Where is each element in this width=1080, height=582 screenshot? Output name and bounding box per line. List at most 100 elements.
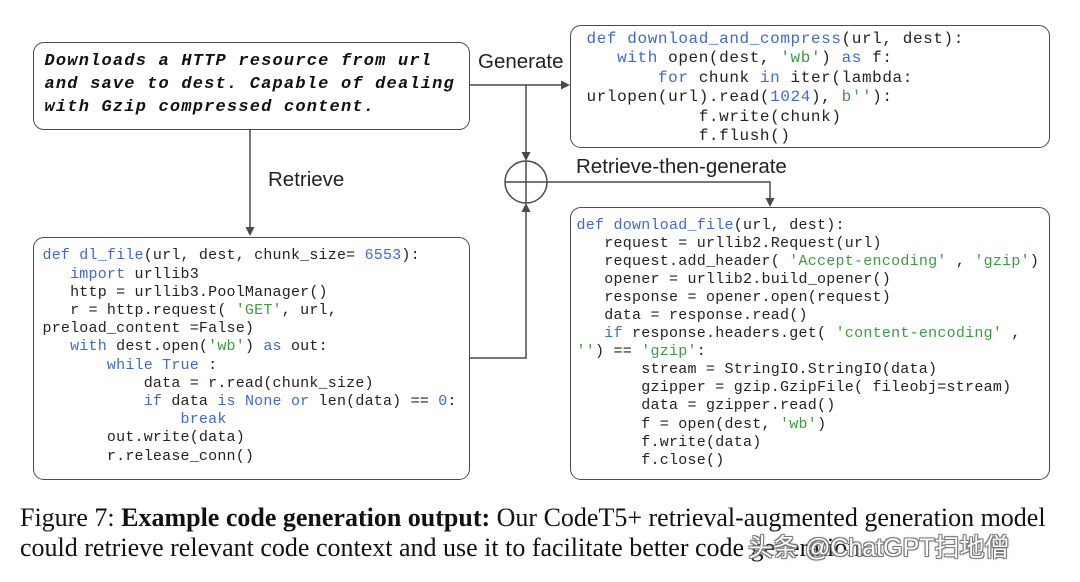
code-line: r.release_conn()	[43, 448, 470, 466]
combiner-to-output-line	[547, 181, 771, 199]
code-keyword: as	[841, 49, 862, 68]
code-text: )	[821, 49, 842, 68]
retrieve-then-generate-label: Retrieve-then-generate	[576, 155, 787, 178]
code-text: dest.open(	[106, 338, 209, 356]
code-line: data = gzipper.read()	[577, 397, 1050, 415]
figure-caption: Figure 7: Example code generation output…	[20, 503, 1046, 563]
output-arrowhead	[765, 198, 775, 207]
code-text: ) ==	[595, 343, 642, 361]
generate-arrowhead	[561, 80, 570, 90]
code-text: f = open(dest,	[576, 415, 781, 433]
code-line: import urllib3	[43, 266, 470, 284]
code-keyword: in	[759, 68, 781, 87]
code-text: urlopen(url).read(	[586, 88, 771, 107]
code-keyword: as	[263, 338, 282, 356]
code-line: with open(dest, 'wb') as f:	[587, 49, 1050, 69]
code-text: chunk	[688, 68, 760, 87]
code-line: f.write(data)	[577, 434, 1050, 452]
code-keyword: def dl_file	[42, 247, 144, 265]
code-text: ),	[810, 88, 842, 107]
retrieve-label: Retrieve	[268, 168, 345, 191]
caption-line-1: Figure 7: Example code generation output…	[20, 503, 1046, 533]
code-text: )	[1029, 252, 1040, 270]
caption-title: Example code generation output:	[121, 503, 491, 532]
code-line: request = urllib2.Request(url)	[577, 235, 1050, 253]
code-line: f.flush()	[587, 127, 1050, 147]
code-text: response = opener.open(request)	[576, 288, 892, 306]
code-text: , url,	[281, 302, 337, 319]
code-text: :	[696, 343, 707, 361]
code-keyword: break	[42, 411, 227, 429]
code-text: f.flush()	[586, 127, 791, 146]
retrieve-then-generate-code-box: def download_file(url, dest): request = …	[570, 207, 1050, 480]
code-text: gzipper = gzip.GzipFile( fileobj=stream)	[576, 379, 1012, 397]
code-string: 'wb'	[780, 415, 818, 433]
code-line: data = r.read(chunk_size)	[43, 375, 470, 393]
code-text: preload_content =False)	[42, 320, 255, 338]
code-text: )	[817, 415, 827, 433]
code-string: 'wb'	[780, 49, 822, 68]
code-text: out:	[281, 338, 328, 356]
retrieved-to-combiner-line	[470, 211, 527, 359]
code-keyword: import	[42, 265, 126, 283]
code-text: f.write(data)	[576, 433, 762, 451]
code-line: def download_file(url, dest):	[577, 217, 1050, 235]
retrieved-code-box: def dl_file(url, dest, chunk_size= 6553)…	[33, 237, 470, 480]
code-string: ''	[576, 343, 596, 361]
code-line: stream = StringIO.StringIO(data)	[577, 361, 1050, 379]
code-text: (url, dest, chunk_size=	[143, 247, 365, 265]
code-text: r = http.request(	[42, 302, 236, 319]
code-line: def dl_file(url, dest, chunk_size= 6553)…	[43, 247, 470, 265]
code-line: for chunk in iter(lambda:	[587, 69, 1050, 89]
code-line: with dest.open('wb') as out:	[43, 338, 470, 356]
code-text: data = response.read()	[576, 306, 808, 324]
code-text: urllib3	[125, 265, 199, 283]
code-text: :	[447, 393, 457, 411]
code-text: http = urllib3.PoolManager()	[42, 283, 328, 301]
code-text: len(data) ==	[309, 393, 439, 411]
code-keyword: def download_and_compress	[586, 29, 842, 48]
code-keyword: for	[586, 68, 689, 87]
code-keyword: def download_file	[576, 216, 734, 234]
code-text: (url, dest):	[733, 216, 845, 234]
combiner-top-arrowhead	[521, 152, 531, 161]
code-line: f.write(chunk)	[587, 108, 1050, 128]
code-text: f:	[861, 49, 893, 68]
code-string: 'Accept-encoding'	[789, 252, 947, 270]
code-string: 'wb'	[208, 338, 245, 356]
generate-label: Generate	[478, 50, 564, 73]
code-keyword: 1024	[770, 88, 811, 107]
code-line: f.close()	[577, 452, 1050, 470]
code-line: while True :	[43, 357, 470, 375]
caption-line-2: could retrieve relevant code context and…	[20, 533, 1046, 563]
code-line: if data is None or len(data) == 0:	[43, 393, 470, 411]
code-text: (url, dest):	[841, 29, 964, 48]
code-line: http = urllib3.PoolManager()	[43, 284, 470, 302]
code-keyword: while True	[42, 356, 199, 374]
code-keyword: 6553	[364, 247, 402, 265]
code-line: opener = urllib2.build_opener()	[577, 271, 1050, 289]
code-line: out.write(data)	[43, 429, 470, 447]
code-text: data = gzipper.read()	[576, 397, 836, 415]
code-text: response.headers.get(	[622, 325, 836, 343]
code-text: data	[162, 393, 218, 411]
caption-text: Our CodeT5+ retrieval-augmented generati…	[496, 503, 1046, 532]
retrieve-arrowhead	[245, 227, 255, 236]
code-text: request.add_header(	[576, 252, 790, 270]
code-text: ,	[946, 252, 975, 270]
description-box: Downloads a HTTP resource from url and s…	[33, 42, 470, 130]
code-text: open(dest,	[657, 49, 781, 68]
code-keyword: with	[586, 49, 658, 68]
code-keyword: 0	[438, 393, 448, 411]
code-line: def download_and_compress(url, dest):	[587, 30, 1050, 50]
code-keyword: if	[42, 393, 163, 411]
code-line: if response.headers.get( 'content-encodi…	[577, 325, 1050, 343]
code-line: r = http.request( 'GET', url,	[43, 302, 470, 320]
code-text: )	[244, 338, 264, 356]
code-keyword: is None or	[217, 393, 310, 411]
combine-circle	[504, 160, 548, 204]
code-text: ):	[872, 88, 893, 107]
code-text: :	[198, 356, 218, 374]
code-text: stream = StringIO.StringIO(data)	[576, 361, 938, 379]
